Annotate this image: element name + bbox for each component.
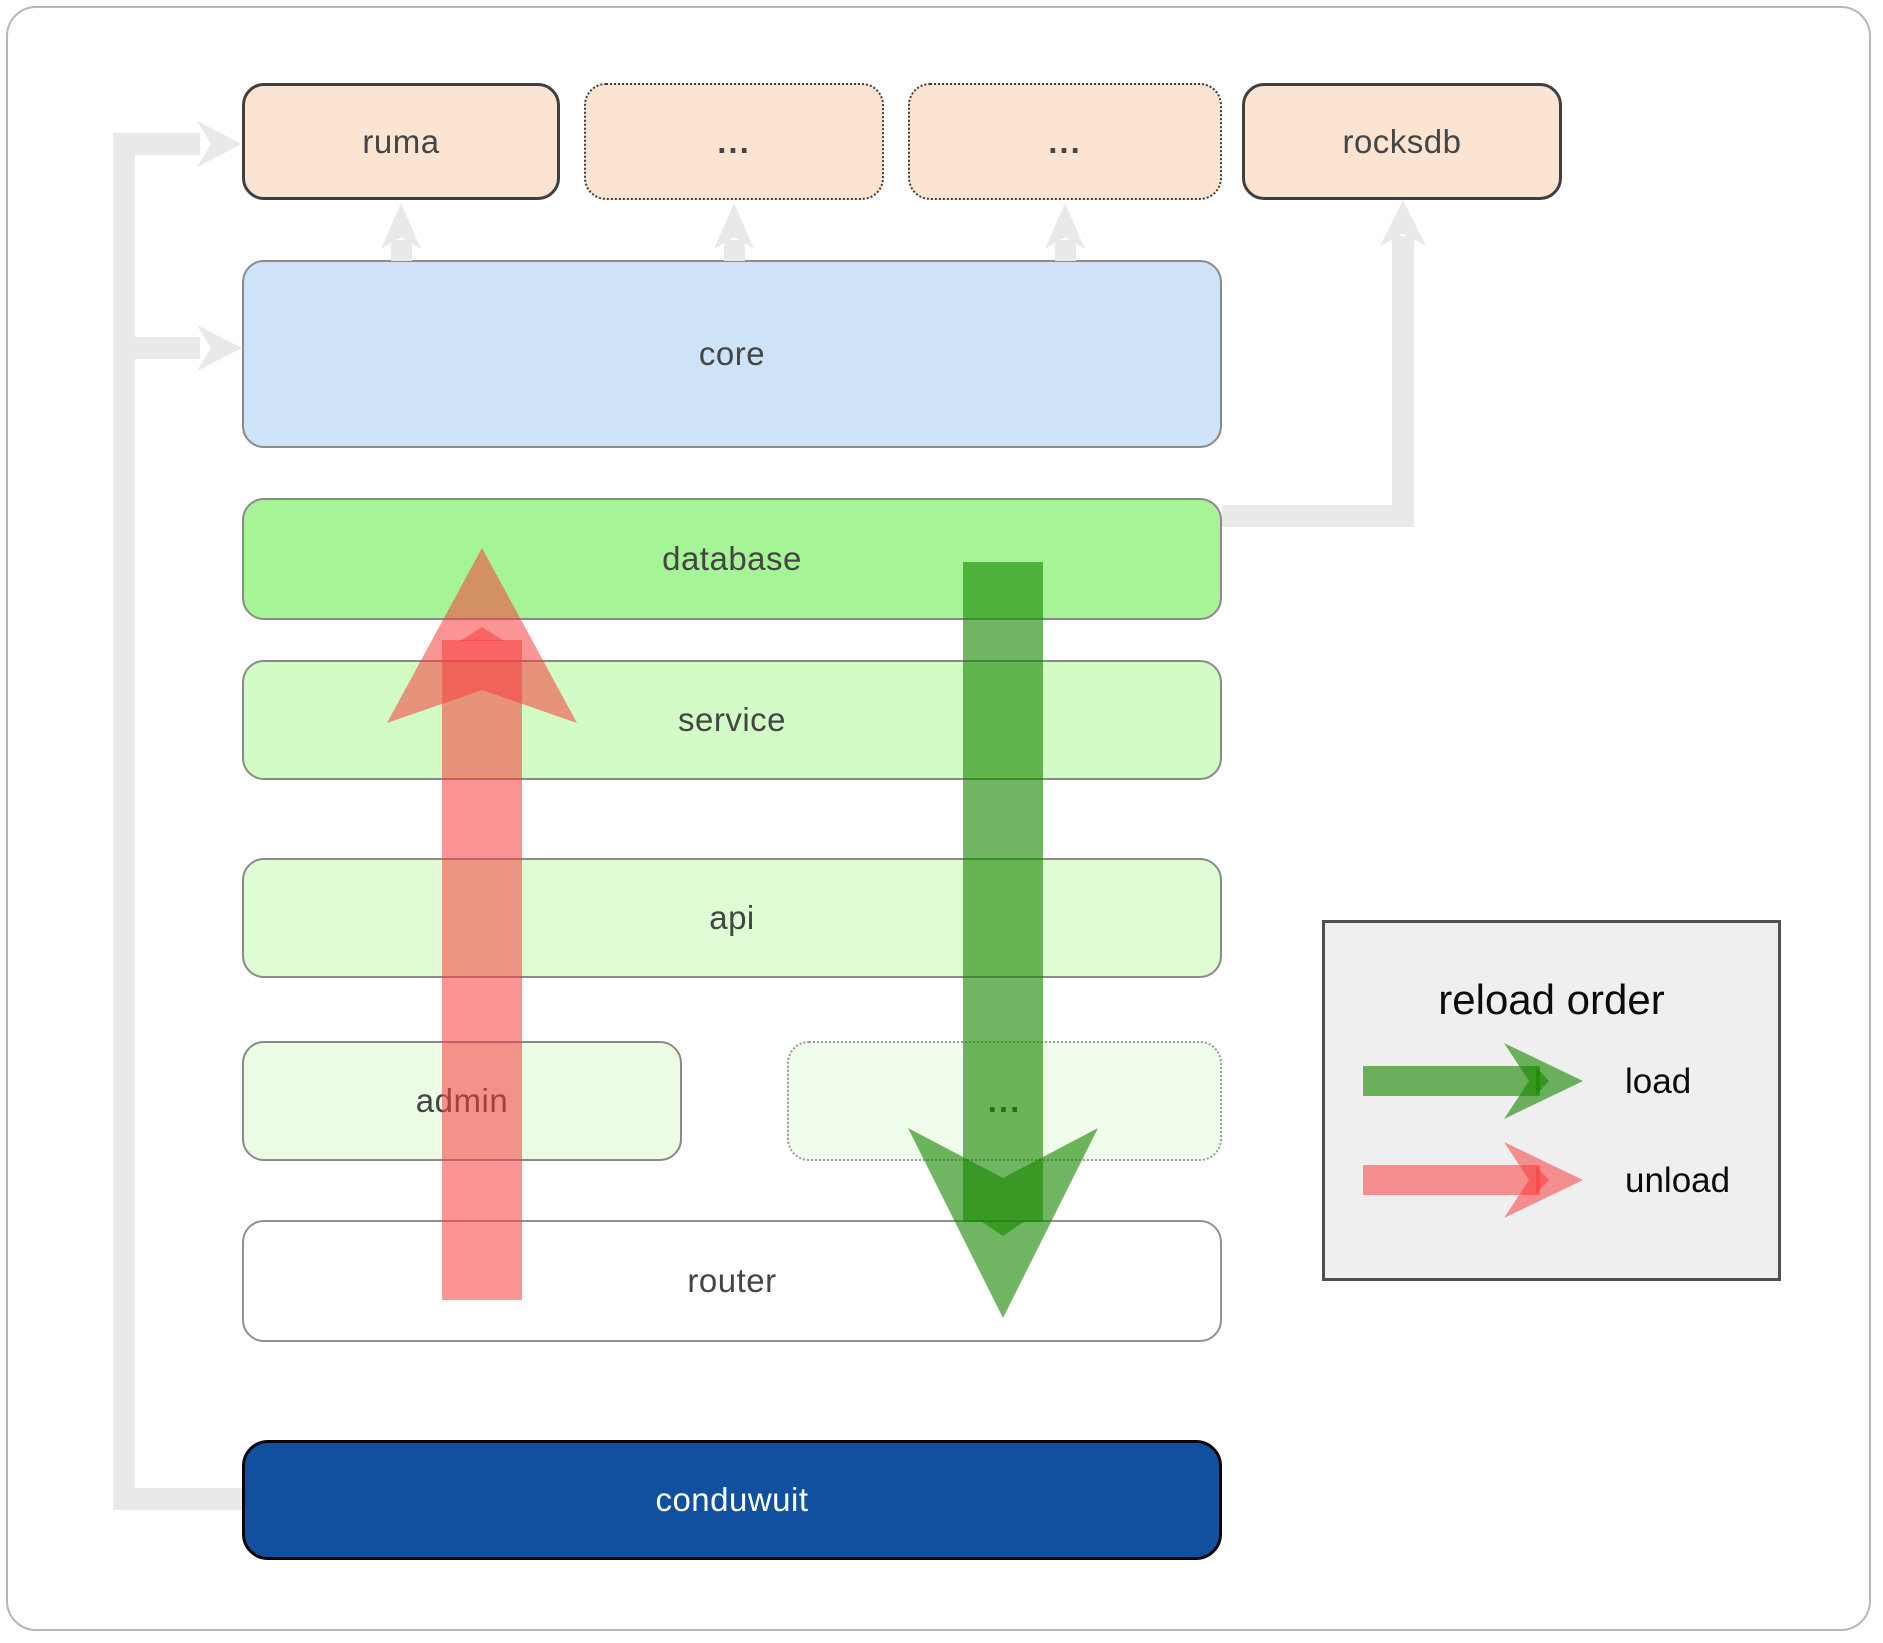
box-admin: admin <box>242 1041 682 1161</box>
legend-panel: reload order load unload <box>1322 920 1781 1281</box>
box-rocksdb: rocksdb <box>1242 83 1562 200</box>
box-ellipsis-1-label: ... <box>717 122 751 160</box>
box-database-label: database <box>662 540 802 577</box>
box-core: core <box>242 260 1222 448</box>
box-admin-ellipsis: ... <box>787 1041 1222 1161</box>
box-core-label: core <box>698 335 766 372</box>
box-ellipsis-2: ... <box>908 83 1222 200</box>
legend-label-unload: unload <box>1625 1161 1731 1200</box>
box-router: router <box>242 1220 1222 1342</box>
legend-title: reload order <box>1438 976 1665 1023</box>
box-api-label: api <box>709 899 755 936</box>
box-ruma: ruma <box>242 83 560 200</box>
legend-label-load: load <box>1625 1062 1692 1101</box>
box-admin-label: admin <box>415 1082 509 1119</box>
box-service-label: service <box>677 701 787 738</box>
box-admin-ellipsis-label: ... <box>987 1082 1022 1119</box>
box-database: database <box>242 498 1222 620</box>
box-conduwuit-label: conduwuit <box>655 1481 809 1518</box>
box-router-label: router <box>687 1262 777 1299</box>
box-api: api <box>242 858 1222 978</box>
box-service: service <box>242 660 1222 780</box>
box-rocksdb-label: rocksdb <box>1342 122 1462 160</box>
diagram-frame <box>6 6 1871 1631</box>
box-ruma-label: ruma <box>362 122 440 160</box>
box-conduwuit: conduwuit <box>242 1440 1222 1560</box>
box-ellipsis-1: ... <box>584 83 884 200</box>
box-ellipsis-2-label: ... <box>1048 122 1082 160</box>
